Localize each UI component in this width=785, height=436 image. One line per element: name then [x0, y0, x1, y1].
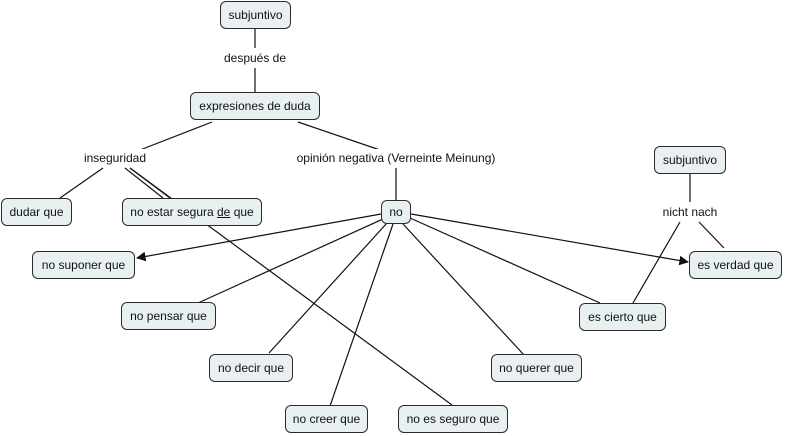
concept-es-cierto-que[interactable]: es cierto que	[579, 303, 666, 331]
concept-no[interactable]: no	[381, 200, 411, 224]
concept-no-decir-que[interactable]: no decir que	[209, 354, 293, 382]
link-line	[136, 213, 382, 262]
concept-text-part: no estar segura	[130, 205, 217, 219]
link-line	[409, 217, 601, 304]
concept-no-es-seguro-que[interactable]: no es seguro que	[398, 405, 508, 433]
link-line	[632, 221, 681, 304]
concept-text-underlined: de	[217, 205, 231, 219]
concept-no-creer-que[interactable]: no creer que	[285, 405, 368, 433]
link-line	[329, 223, 394, 407]
concept-subjuntivo-top[interactable]: subjuntivo	[220, 1, 291, 29]
link-line	[59, 167, 104, 199]
link-line	[297, 121, 381, 151]
link-line	[402, 223, 525, 356]
concept-no-estar-segura-de-que[interactable]: no estar segura de que	[122, 198, 262, 226]
concept-subjuntivo-right[interactable]: subjuntivo	[654, 146, 726, 174]
concept-es-verdad-que[interactable]: es verdad que	[689, 251, 782, 279]
link-line	[410, 213, 689, 266]
link-line	[197, 218, 384, 304]
link-line	[124, 167, 164, 199]
concept-expresiones-de-duda[interactable]: expresiones de duda	[190, 92, 320, 120]
link-line	[268, 222, 388, 354]
link-label-despues-de[interactable]: después de	[220, 49, 290, 67]
concept-dudar-que[interactable]: dudar que	[1, 198, 72, 226]
concept-no-suponer-que[interactable]: no suponer que	[32, 251, 135, 279]
concept-no-querer-que[interactable]: no querer que	[491, 354, 582, 382]
link-label-inseguridad[interactable]: inseguridad	[80, 149, 150, 167]
link-line	[139, 121, 213, 151]
link-line	[698, 221, 725, 249]
concept-no-pensar-que[interactable]: no pensar que	[121, 302, 216, 330]
concept-text-part: que	[230, 205, 254, 219]
link-label-opinion-negativa[interactable]: opinión negativa (Verneinte Meinung)	[294, 149, 498, 167]
link-label-nicht-nach[interactable]: nicht nach	[659, 203, 721, 221]
